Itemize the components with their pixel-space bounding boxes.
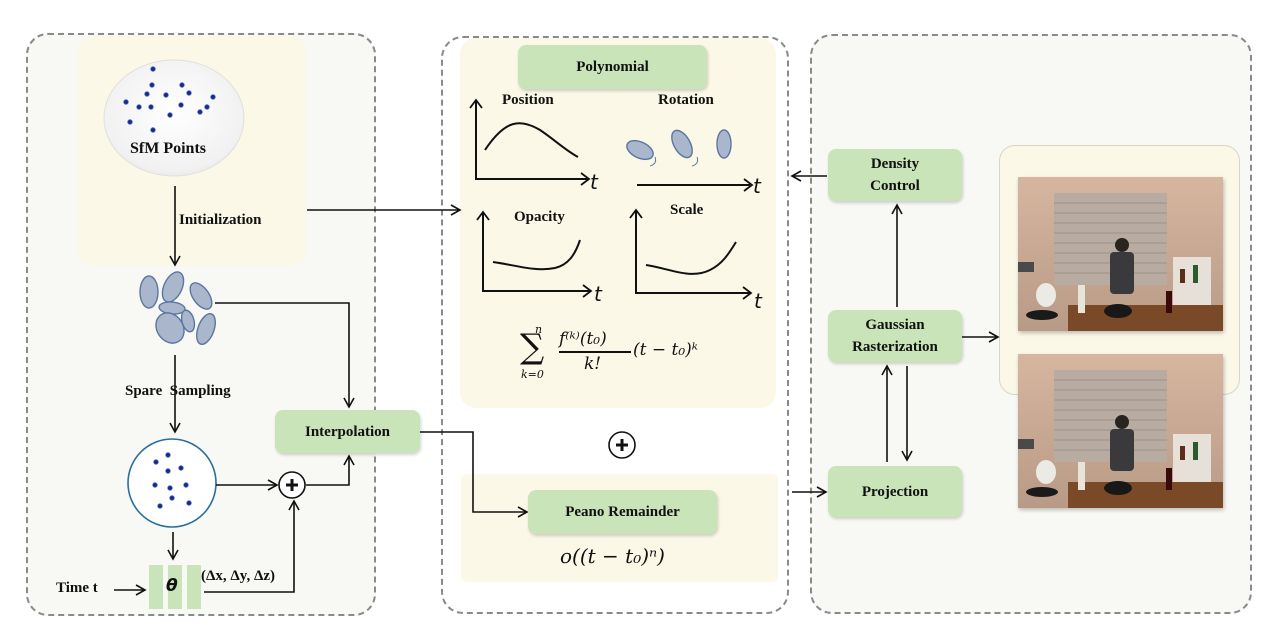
projection-label: Projection bbox=[861, 483, 929, 500]
interpolation-label: Interpolation bbox=[304, 423, 390, 440]
gaussian-rasterization-box[interactable]: Gaussian Rasterization bbox=[828, 310, 962, 362]
axis-t-position: t bbox=[590, 170, 598, 194]
theta-label: θ bbox=[166, 576, 178, 596]
position-label: Position bbox=[502, 92, 554, 108]
taylor-numerator: f⁽ᵏ⁾(t₀) bbox=[559, 329, 607, 349]
taylor-tail: (t − t₀)ᵏ bbox=[633, 340, 698, 360]
fraction-bar bbox=[559, 351, 631, 353]
spare-sampling-label: Spare Sampling bbox=[125, 383, 231, 399]
time-text: Time t bbox=[56, 580, 98, 596]
axis-t-opacity: t bbox=[594, 282, 602, 306]
time-label: Time t bbox=[56, 580, 98, 597]
rendered-image-top bbox=[1018, 177, 1223, 331]
density-control-box[interactable]: Density Control bbox=[828, 149, 962, 201]
gaussian-rasterization-label: Gaussian Rasterization bbox=[852, 317, 938, 355]
rotation-label: Rotation bbox=[658, 92, 714, 108]
sum-sign: ∑ bbox=[520, 327, 545, 367]
rendered-image-bottom bbox=[1018, 354, 1223, 508]
peano-remainder-label: Peano Remainder bbox=[565, 504, 680, 520]
sfm-points-label: SfM Points bbox=[130, 140, 206, 157]
polynomial-box[interactable]: Polynomial bbox=[518, 45, 707, 89]
kitchen-scene-top bbox=[1018, 177, 1223, 331]
peano-formula: o((t − t₀)ⁿ) bbox=[560, 544, 665, 568]
sum-upper: n bbox=[535, 323, 543, 336]
kitchen-scene-bottom bbox=[1018, 354, 1223, 508]
peano-remainder-box[interactable]: Peano Remainder bbox=[528, 490, 717, 534]
scale-label: Scale bbox=[670, 202, 704, 218]
taylor-formula: n ∑ k=0 f⁽ᵏ⁾(t₀) k! (t − t₀)ᵏ bbox=[517, 323, 747, 388]
polynomial-label: Polynomial bbox=[576, 59, 649, 75]
opacity-label: Opacity bbox=[514, 209, 565, 225]
axis-t-rotation: t bbox=[753, 174, 761, 198]
taylor-denominator: k! bbox=[584, 354, 602, 374]
density-control-label: Density Control bbox=[870, 156, 920, 194]
initialization-label: Initialization bbox=[179, 212, 262, 228]
interpolation-box[interactable]: Interpolation bbox=[275, 410, 420, 453]
axis-t-scale: t bbox=[754, 289, 762, 313]
projection-box[interactable]: Projection bbox=[828, 466, 962, 517]
sum-lower: k=0 bbox=[521, 368, 544, 381]
delta-label: (Δx, Δy, Δz) bbox=[201, 568, 276, 584]
